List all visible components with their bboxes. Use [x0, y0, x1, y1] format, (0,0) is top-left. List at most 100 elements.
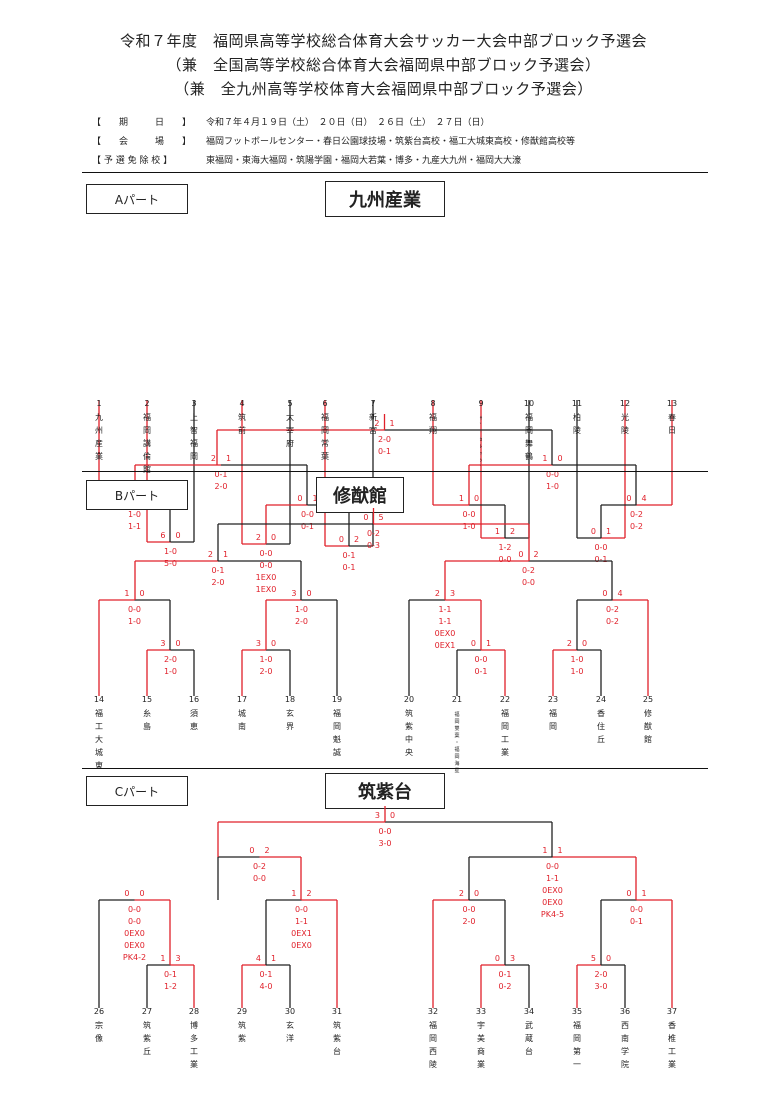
- info-value-exempt: 東福岡・東海大福岡・筑陽学園・福岡大若葉・博多・九産大九州・福岡大大濠: [206, 156, 522, 166]
- match-score-right: 0: [176, 639, 181, 648]
- match-half-score: 0-3: [367, 541, 380, 550]
- team-name-char: 筑: [405, 708, 413, 718]
- match-score-left: 2: [208, 550, 213, 559]
- match-score-right: 5: [379, 513, 384, 522]
- match-score-left: 2: [435, 589, 440, 598]
- team-name-char: 福: [429, 413, 437, 422]
- match-half-score: 0-0: [462, 510, 475, 519]
- match-half-score: 0-2: [367, 529, 380, 538]
- team-number: 10: [524, 399, 534, 408]
- match-half-score: 2-0: [462, 917, 475, 926]
- team-name-char: 岡: [501, 722, 509, 731]
- team-name-char: 紫: [143, 1034, 151, 1043]
- match-half-score: 0-1: [211, 566, 224, 575]
- match-half-score: 1-0: [570, 667, 583, 676]
- match-score-left: 1: [124, 589, 129, 598]
- match-half-score: 0-0: [546, 470, 559, 479]
- match-score-left: 2: [459, 889, 464, 898]
- match-half-score: 0-2: [498, 982, 511, 991]
- match-score-left: 2: [567, 639, 572, 648]
- match-half-score: 0-0: [301, 510, 314, 519]
- team-number: 1: [96, 399, 101, 408]
- match-half-score: PK4-2: [123, 953, 146, 962]
- match-score-right: 2: [307, 889, 312, 898]
- team-name-char: 岡: [190, 452, 198, 461]
- team-name-char: 春: [668, 412, 676, 422]
- team-number: 31: [332, 1007, 342, 1016]
- team-name-char: 智: [190, 425, 198, 435]
- team-name-char: 武: [525, 1020, 533, 1030]
- match-score-left: 2: [211, 454, 216, 463]
- part-c-label: Cパート: [86, 776, 188, 806]
- match-score-right: 2: [354, 535, 359, 544]
- match-score-left: 0: [249, 846, 254, 855]
- team-name-char: 岡: [429, 1034, 437, 1043]
- team-name-char: 恵: [190, 721, 198, 731]
- match-half-score: 0EX0: [124, 941, 145, 950]
- team-number: 11: [572, 399, 582, 408]
- match-half-score: 1EX0: [256, 573, 277, 582]
- match-half-score: 1-1: [295, 917, 308, 926]
- match-score-left: 1: [459, 494, 464, 503]
- match-half-score: 4-0: [259, 982, 272, 991]
- match-half-score: 0-0: [128, 605, 141, 614]
- team-name-char: 海: [454, 760, 459, 767]
- team-name-char: 央: [405, 747, 413, 757]
- match-half-score: 2-0: [378, 435, 391, 444]
- team-name-char: 岡: [454, 719, 459, 725]
- team-name-char: 福: [321, 413, 329, 422]
- match-half-score: 0-0: [259, 549, 272, 558]
- match-score-right: 3: [176, 954, 181, 963]
- team-number: 3: [191, 399, 196, 408]
- team-name-char: 産: [95, 438, 103, 448]
- match-score-right: 1: [642, 889, 647, 898]
- match-score-left: 3: [160, 639, 165, 648]
- team-name-char: 州: [95, 426, 103, 435]
- title-line-3: （兼 全九州高等学校体育大会福岡県中部ブロック予選会）: [174, 80, 593, 98]
- match-score-right: 1: [313, 494, 318, 503]
- match-half-score: PK4-5: [541, 910, 564, 919]
- team-name-char: 西: [621, 1021, 629, 1030]
- team-name-char: 丘: [143, 1047, 151, 1056]
- part-a-winner: 九州産業: [325, 181, 445, 217]
- team-name-char: 福: [501, 709, 509, 718]
- match-score-right: 3: [510, 954, 515, 963]
- team-name-char: 修: [644, 708, 652, 718]
- team-name-char: 香: [668, 1020, 676, 1030]
- match-half-score: 1EX0: [256, 585, 277, 594]
- match-score-left: 0: [602, 589, 607, 598]
- match-half-score: 0-0: [630, 905, 643, 914]
- match-score-left: 3: [375, 811, 380, 820]
- match-score-right: 1: [223, 550, 228, 559]
- match-half-score: 0-1: [301, 522, 314, 531]
- team-name-char: 福: [429, 1021, 437, 1030]
- team-name-char: 糸: [143, 708, 151, 718]
- match-half-score: 0-1: [474, 667, 487, 676]
- match-half-score: 0-1: [594, 555, 607, 564]
- team-number: 4: [239, 399, 244, 408]
- team-name-char: ｻ: [480, 416, 483, 422]
- team-name-char: 雙: [454, 725, 459, 732]
- team-name-char: 工: [501, 735, 509, 744]
- team-number: 2: [144, 399, 149, 408]
- team-name-char: 工: [95, 722, 103, 731]
- part-a-label: Aパート: [86, 184, 188, 214]
- match-half-score: 0-2: [630, 510, 643, 519]
- part-b-label: Bパート: [86, 480, 188, 510]
- match-score-right: 1: [271, 954, 276, 963]
- match-half-score: 0EX0: [542, 886, 563, 895]
- match-half-score: 1-1: [546, 874, 559, 883]
- team-name-char: 猷: [644, 721, 652, 731]
- match-half-score: 1-0: [164, 547, 177, 556]
- match-score-left: 1: [495, 527, 500, 536]
- team-number: 34: [524, 1007, 534, 1016]
- match-half-score: 5-0: [164, 559, 177, 568]
- team-number: 32: [428, 1007, 438, 1016]
- team-name-char: 業: [501, 747, 509, 757]
- team-name-char: 大: [95, 734, 103, 744]
- match-score-left: 2: [256, 533, 261, 542]
- match-score-right: 0: [307, 589, 312, 598]
- team-number: 14: [94, 695, 104, 704]
- team-number: 36: [620, 1007, 630, 1016]
- team-name-char: ｼ: [480, 458, 483, 464]
